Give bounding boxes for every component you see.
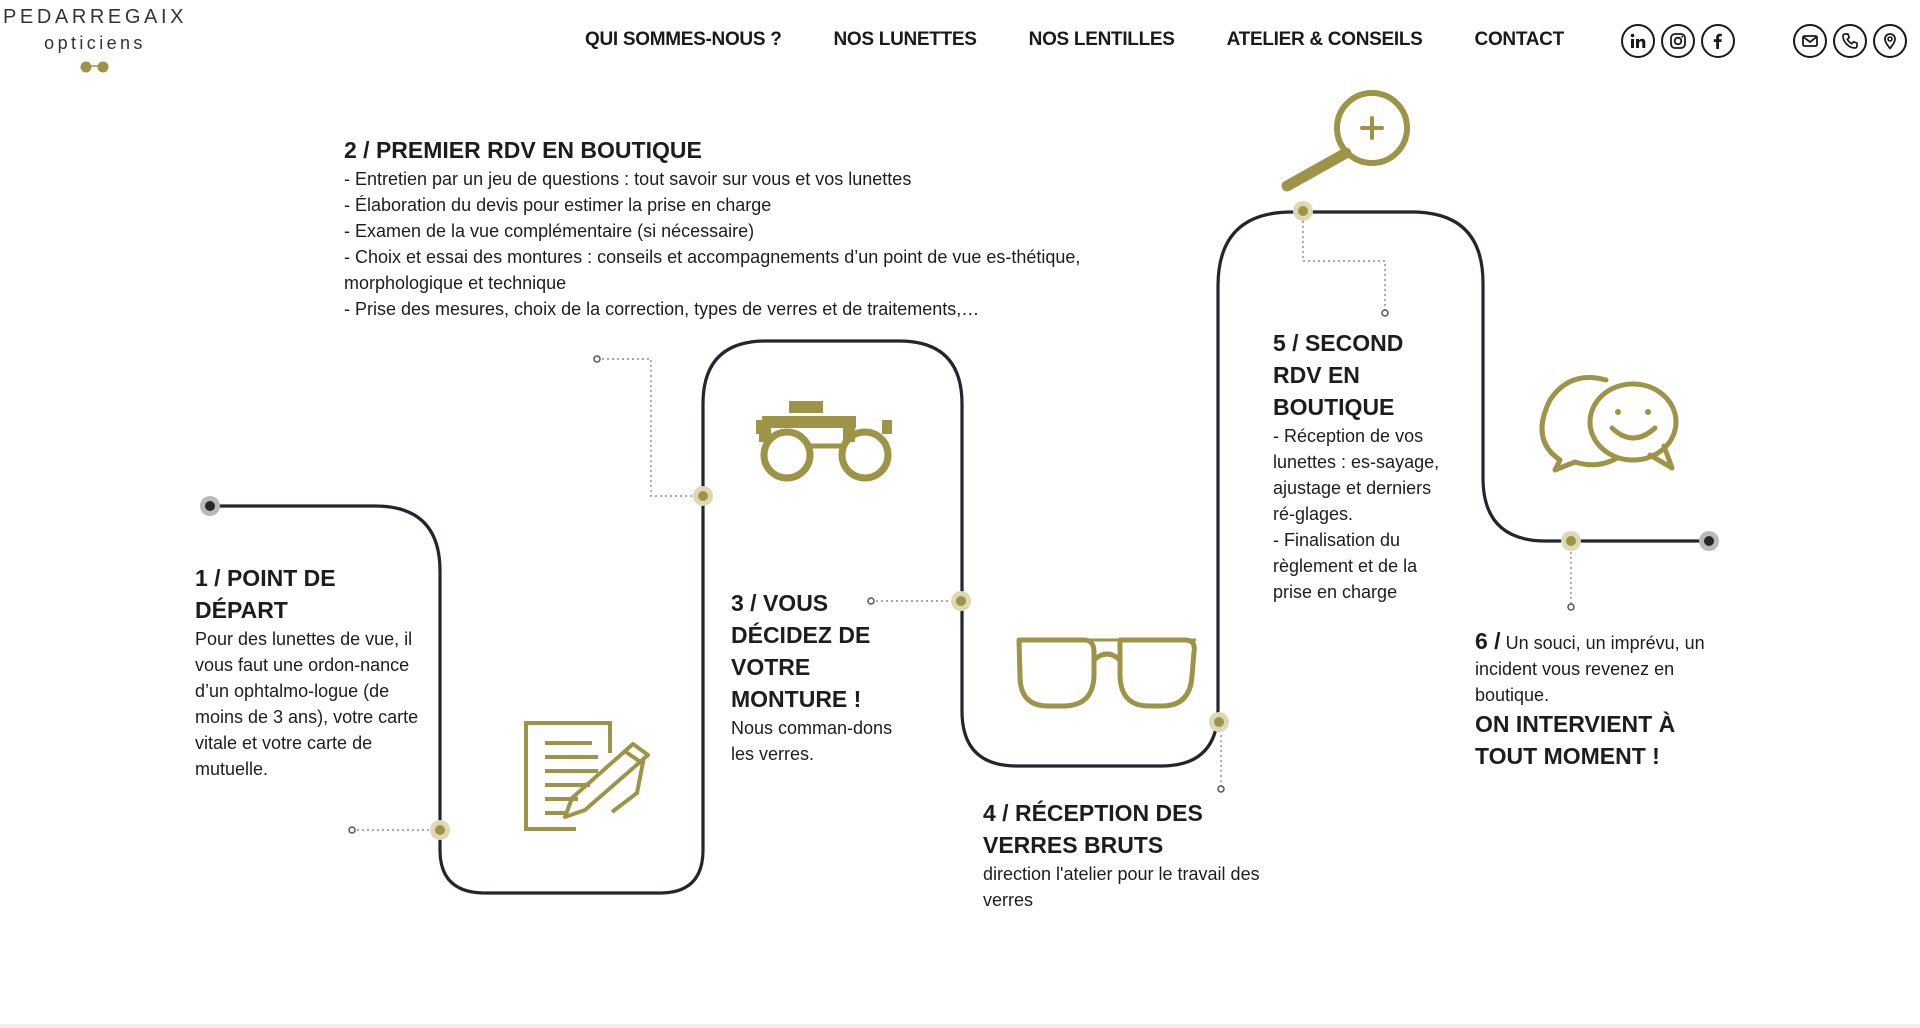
magnifier-icon [1281, 90, 1410, 192]
nav-qui-sommes-nous[interactable]: QUI SOMMES-NOUS ? [585, 29, 782, 50]
step-2-line-4: - Choix et essai des montures : conseils… [344, 247, 1081, 293]
step-2-line-2: - Élaboration du devis pour estimer la p… [344, 195, 772, 215]
phone-icon[interactable] [1833, 24, 1867, 58]
step-6-emphasis: ON INTERVIENT À TOUT MOMENT ! [1475, 711, 1676, 769]
step-4-text: direction l'atelier pour le travail des … [983, 864, 1260, 910]
step-6-lead: 6 / [1475, 628, 1501, 654]
step-2-line-1: - Entretien par un jeu de questions : to… [344, 169, 912, 189]
step-5-line-2: - Finalisation du règlement et de la pri… [1273, 530, 1418, 602]
step-1-title: 1 / POINT DE DÉPART [195, 565, 336, 623]
mail-icon[interactable] [1793, 24, 1827, 58]
linkedin-icon[interactable] [1621, 24, 1655, 58]
brand-name: PEDARREGAIX [2, 6, 188, 28]
step-1: 1 / POINT DE DÉPART Pour des lunettes de… [195, 562, 430, 782]
end-node [1699, 531, 1719, 551]
glasses-logo-icon [80, 61, 109, 73]
facebook-icon[interactable] [1701, 24, 1735, 58]
step-3: 3 / VOUS DÉCIDEZ DE VOTRE MONTURE ! Nous… [731, 587, 903, 767]
step-4: 4 / RÉCEPTION DES VERRES BRUTS direction… [983, 797, 1273, 913]
main-navigation: QUI SOMMES-NOUS ? NOS LUNETTES NOS LENTI… [585, 29, 1564, 51]
step-3-title: 3 / VOUS DÉCIDEZ DE VOTRE MONTURE ! [731, 590, 871, 712]
step-5-line-1: - Réception de vos lunettes : es-sayage,… [1273, 426, 1440, 524]
social-links [1621, 24, 1735, 58]
step-5: 5 / SECOND RDV EN BOUTIQUE - Réception d… [1273, 327, 1453, 605]
chat-smile-icon [1539, 375, 1679, 473]
step-6-text: Un souci, un imprévu, un incident vous r… [1475, 633, 1705, 705]
nav-atelier-conseils[interactable]: ATELIER & CONSEILS [1226, 29, 1423, 50]
prescription-icon [524, 721, 650, 831]
brand-logo[interactable]: PEDARREGAIX opticiens [0, 6, 190, 74]
step-2-title: 2 / PREMIER RDV EN BOUTIQUE [344, 137, 702, 163]
connector-5 [1302, 211, 1386, 312]
nav-nos-lunettes[interactable]: NOS LUNETTES [833, 29, 977, 50]
step-6: 6 / Un souci, un imprévu, un incident vo… [1475, 628, 1725, 772]
nav-contact[interactable]: CONTACT [1474, 29, 1565, 50]
step-4-title: 4 / RÉCEPTION DES VERRES BRUTS [983, 800, 1203, 858]
step-1-text: Pour des lunettes de vue, il vous faut u… [195, 629, 419, 779]
glasses-icon [1016, 637, 1197, 709]
step-2-line-5: - Prise des mesures, choix de la correct… [344, 299, 980, 319]
step-2-line-3: - Examen de la vue complémentaire (si né… [344, 221, 755, 241]
connector-2 [597, 358, 702, 497]
gold-nodes [430, 201, 1581, 840]
step-6-body: 6 / Un souci, un imprévu, un incident vo… [1475, 628, 1725, 708]
contact-links [1793, 24, 1907, 58]
nav-nos-lentilles[interactable]: NOS LENTILLES [1028, 29, 1175, 50]
start-node [200, 496, 220, 516]
instagram-icon[interactable] [1661, 24, 1695, 58]
connector-4 [1218, 722, 1222, 788]
brand-tagline: opticiens [44, 33, 146, 53]
trial-frame-icon [756, 401, 892, 482]
step-3-text: Nous comman-dons les verres. [731, 718, 893, 764]
step-5-title: 5 / SECOND RDV EN BOUTIQUE [1273, 330, 1404, 420]
footer-divider [0, 1024, 1920, 1028]
location-icon[interactable] [1873, 24, 1907, 58]
journey-line [208, 210, 1708, 895]
step-2: 2 / PREMIER RDV EN BOUTIQUE - Entretien … [344, 134, 1086, 322]
